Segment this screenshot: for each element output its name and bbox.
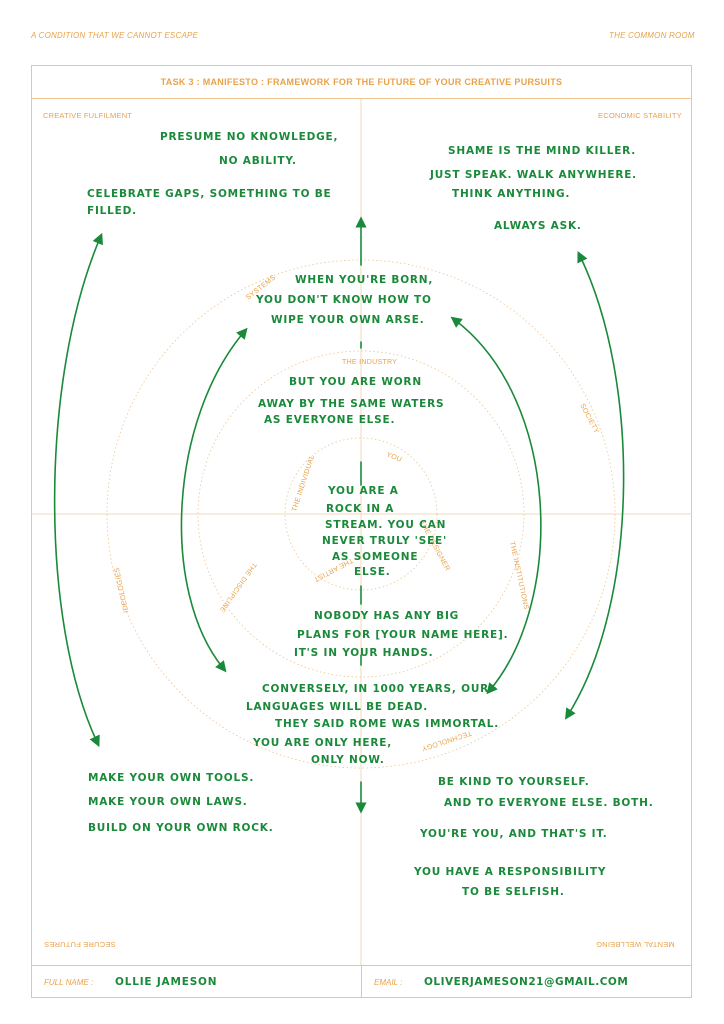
note-you-are: You are a	[328, 485, 399, 497]
quadrant-label-economic: ECONOMIC STABILITY	[598, 111, 682, 120]
note-hands: It's in your hands.	[294, 647, 434, 659]
header-right: THE COMMON ROOM	[609, 31, 695, 40]
note-stream: stream. You can	[325, 519, 447, 531]
note-plans: plans for [your name here].	[297, 629, 509, 641]
footer-divider	[361, 965, 362, 998]
note-nobody: Nobody has any big	[314, 610, 460, 622]
ring-label-ideologies: IDEOLOGIES	[114, 567, 130, 614]
note-waters: away by the same waters	[258, 398, 445, 410]
note-born: When you're born,	[295, 274, 434, 286]
note-no-ability: no ability.	[219, 155, 297, 167]
note-filled: filled.	[87, 205, 137, 217]
note-languages: languages will be dead.	[246, 701, 429, 713]
note-responsibility: You have a responsibility	[414, 866, 607, 878]
arrow-outer-left	[53, 232, 103, 748]
note-else: else.	[354, 566, 391, 578]
note-celebrate: Celebrate gaps, something to be	[87, 188, 332, 200]
header-left: A CONDITION THAT WE CANNOT ESCAPE	[31, 31, 199, 40]
note-conversely: Conversely, in 1000 years, our	[262, 683, 490, 695]
ring-label-technology: TECHNOLOGY	[421, 729, 473, 752]
note-dont-know: you don't know how to	[256, 294, 432, 306]
email-value: oliverjameson21@gmail.com	[424, 976, 629, 988]
note-only-now: only now.	[311, 754, 385, 766]
note-everyone: as everyone else.	[264, 414, 396, 426]
arrow-outer-right	[565, 250, 625, 720]
arrow-inner-right	[450, 316, 542, 695]
note-always-ask: Always ask.	[494, 220, 582, 232]
note-laws: Make your own laws.	[88, 796, 248, 808]
note-tools: Make your own tools.	[88, 772, 255, 784]
note-everyone-both: And to everyone else. Both.	[444, 797, 654, 809]
note-someone: as someone	[332, 551, 419, 563]
full-name-value: Ollie Jameson	[115, 976, 218, 988]
note-never-see: never truly 'see'	[322, 535, 448, 547]
ring-label-discipline: THE DISCIPLINE	[218, 561, 258, 613]
email-label: EMAIL :	[374, 978, 403, 987]
ring-middle	[197, 350, 525, 678]
ring-inner	[284, 437, 438, 591]
full-name-label: FULL NAME :	[44, 978, 94, 987]
arrow-inner-left	[180, 327, 248, 673]
note-think: Think anything.	[452, 188, 571, 200]
ring-label-individual: THE INDIVIDUAL	[291, 454, 316, 513]
task-title: TASK 3 : MANIFESTO : FRAMEWORK FOR THE F…	[31, 65, 692, 99]
note-rome: They said Rome was immortal.	[275, 718, 499, 730]
ring-label-institutions: THE INSTITUTIONS	[508, 541, 529, 610]
note-shame: Shame is the mind killer.	[448, 145, 637, 157]
ring-label-you: YOU	[385, 451, 403, 464]
note-wipe: wipe your own arse.	[271, 314, 425, 326]
note-presume: Presume no knowledge,	[160, 131, 339, 143]
ring-label-industry: THE INDUSTRY	[342, 359, 397, 366]
note-selfish: to be selfish.	[462, 886, 565, 898]
note-be-kind: Be kind to yourself.	[438, 776, 590, 788]
ring-label-society: SOCIETY	[578, 403, 600, 435]
note-rock: rock in a	[326, 503, 395, 515]
note-only-here: You are only here,	[253, 737, 393, 749]
quadrant-label-creative: CREATIVE FULFILMENT	[43, 111, 133, 120]
note-just-speak: Just speak. Walk anywhere.	[430, 169, 637, 181]
note-youre-you: You're you, and that's it.	[420, 828, 608, 840]
note-worn: But you are worn	[289, 376, 422, 388]
note-build: Build on your own rock.	[88, 822, 274, 834]
